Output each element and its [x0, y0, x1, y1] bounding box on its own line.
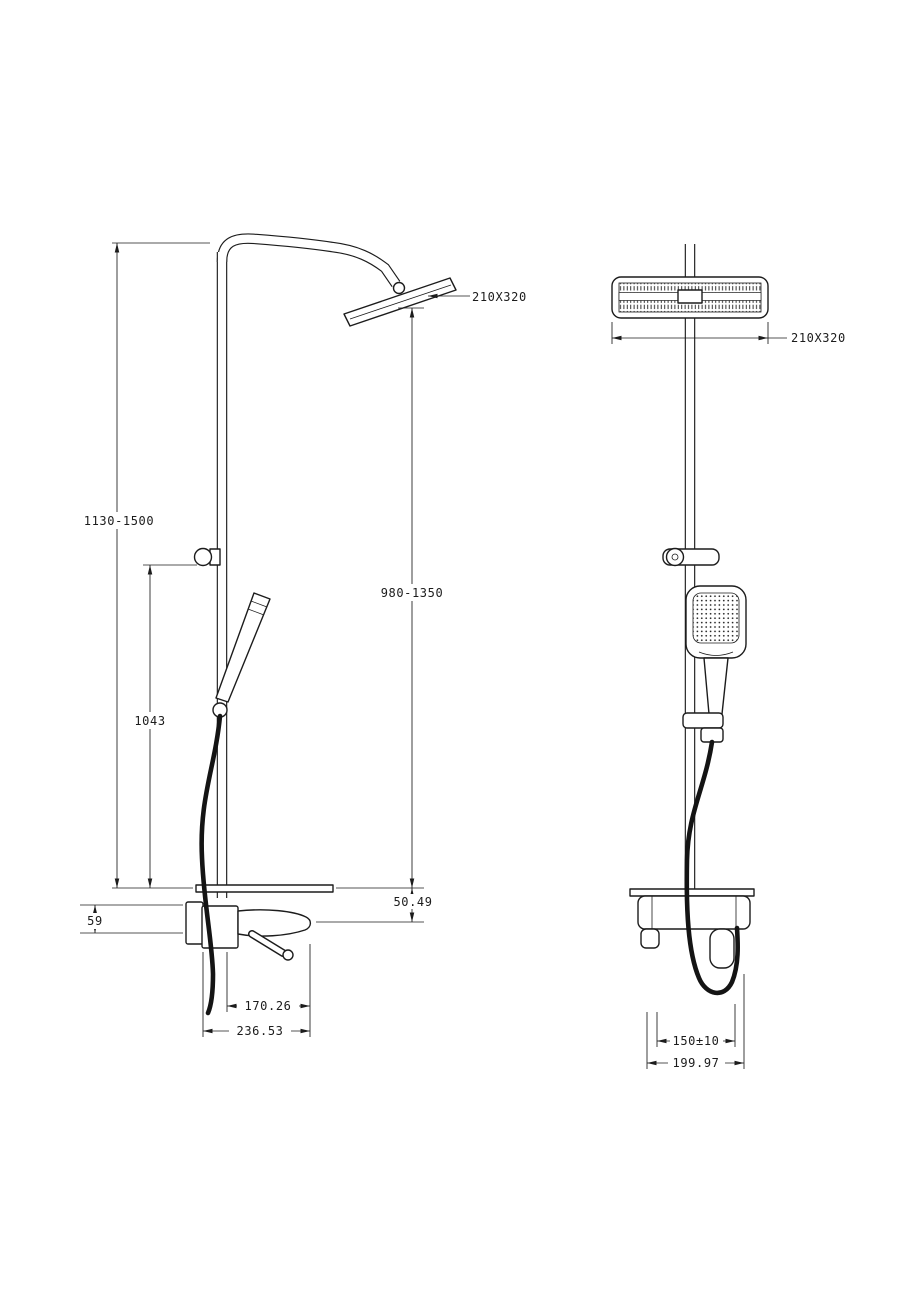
side-dimensions: 210X320 1130-1500 980-1350 1043 50.49 59… — [80, 242, 527, 1039]
front-mixer — [629, 888, 755, 969]
front-dimensions: 210X320 150±10 199.97 — [611, 322, 846, 1071]
front-shower-head — [611, 276, 769, 319]
side-shower-hose — [199, 713, 223, 1016]
dim-spout-body-height: 59 — [87, 914, 103, 928]
dim-head-to-mixer-height: 980-1350 — [381, 586, 444, 600]
side-wall-flange — [185, 901, 204, 945]
dim-mixer-width: 199.97 — [673, 1056, 720, 1070]
side-shower-head — [343, 277, 457, 327]
side-shelf — [195, 884, 334, 893]
front-view: 210X320 150±10 199.97 — [611, 244, 846, 1071]
side-view: 210X320 1130-1500 980-1350 1043 50.49 59… — [80, 233, 527, 1039]
front-diverter-knob — [640, 928, 660, 949]
side-mixer — [185, 901, 312, 961]
dim-front-head-size: 210X320 — [791, 331, 846, 345]
dim-shelf-to-spout: 50.49 — [393, 895, 432, 909]
dim-overall-height: 1130-1500 — [84, 514, 154, 528]
dim-total-depth: 236.53 — [237, 1024, 284, 1038]
side-lever-handle — [248, 930, 294, 961]
side-wall-bracket — [193, 547, 221, 567]
front-shower-hose — [684, 739, 741, 996]
dim-spout-reach: 170.26 — [245, 999, 292, 1013]
dim-connection-spacing: 150±10 — [673, 1034, 720, 1048]
front-shelf — [629, 888, 755, 897]
dim-bracket-height: 1043 — [134, 714, 165, 728]
hand-shower-handle — [703, 657, 729, 715]
hand-shower-holder — [682, 712, 724, 729]
front-lever-handle — [709, 928, 735, 969]
front-wall-bracket — [662, 547, 720, 567]
side-spout — [237, 909, 312, 937]
dim-side-head-size: 210X320 — [472, 290, 527, 304]
side-head-ball-joint — [392, 281, 406, 295]
front-mixer-body — [637, 895, 751, 930]
side-riser-and-arm-pipe — [216, 233, 401, 898]
head-center-plate — [677, 289, 703, 304]
